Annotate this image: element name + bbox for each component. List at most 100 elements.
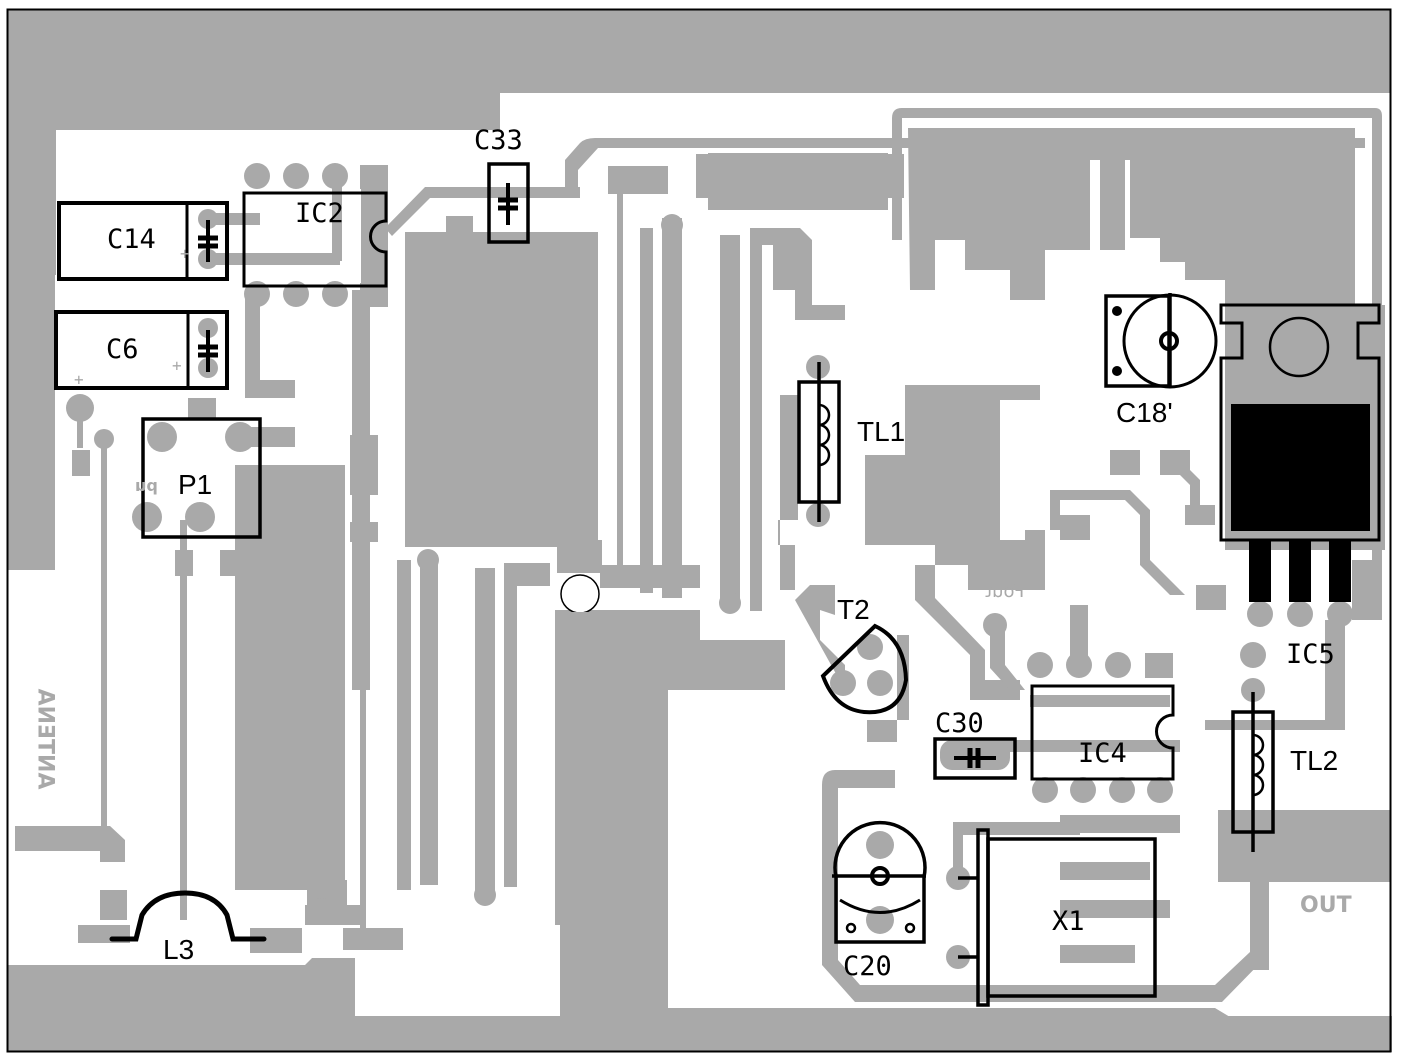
misc-trace-1 bbox=[1050, 490, 1185, 595]
trace-vl-5 bbox=[504, 563, 550, 887]
ic4-trace-3 bbox=[1000, 740, 1180, 752]
component-c6[interactable] bbox=[54, 310, 229, 390]
output-pad bbox=[1218, 810, 1390, 882]
trace-x1-top bbox=[953, 822, 1080, 880]
ic4-pad-5 bbox=[1032, 777, 1058, 803]
p1-pad-stub2 bbox=[220, 550, 238, 576]
component-c33[interactable] bbox=[487, 162, 530, 244]
ground-pour-top bbox=[8, 10, 1390, 570]
trace-top-1 bbox=[565, 138, 1365, 196]
component-ic4[interactable] bbox=[1030, 684, 1175, 781]
trace-ic5-r bbox=[1352, 560, 1382, 620]
trace-c14-link3 bbox=[332, 176, 342, 261]
label-c20: C20 bbox=[843, 951, 892, 982]
via-stub-top bbox=[557, 540, 602, 573]
pad-top-2b bbox=[708, 153, 888, 210]
trace-vl-4 bbox=[475, 568, 495, 898]
mid-pour bbox=[865, 385, 1045, 590]
center-pour bbox=[405, 232, 598, 547]
trace-ic5-out bbox=[1205, 620, 1345, 730]
x1-inner-2 bbox=[1060, 900, 1170, 918]
trace-v1 bbox=[617, 194, 623, 579]
trace-ic2-right bbox=[361, 165, 388, 300]
ic4-pad-1 bbox=[1027, 652, 1053, 678]
trace-v3 bbox=[662, 218, 682, 598]
label-p1: P1 bbox=[178, 469, 213, 500]
component-c14[interactable] bbox=[57, 201, 229, 281]
trace-c33 bbox=[385, 187, 580, 236]
p1-pad-6 bbox=[185, 502, 215, 532]
copper-text-out: OUT bbox=[1300, 893, 1352, 918]
polarity-mark-c6-a: + bbox=[172, 356, 182, 375]
component-l3[interactable] bbox=[109, 890, 267, 942]
l3-link bbox=[343, 928, 403, 950]
component-ic2[interactable] bbox=[242, 191, 388, 288]
misc-pad-5 bbox=[1196, 585, 1226, 610]
antenna-trace bbox=[15, 826, 125, 862]
p1-pad-stub bbox=[175, 550, 193, 576]
x1-inner-3 bbox=[1060, 945, 1135, 963]
t2-pad-1 bbox=[830, 670, 856, 696]
component-ic5[interactable] bbox=[1219, 303, 1381, 602]
ground-pour-bottom bbox=[8, 610, 1392, 1050]
center-pour-tab bbox=[446, 216, 473, 236]
via-hole bbox=[560, 574, 600, 614]
polarity-mark-c6-b: + bbox=[74, 370, 84, 389]
c6-pad-top bbox=[198, 318, 218, 338]
pad-vl-3 bbox=[417, 549, 439, 571]
pad-v4 bbox=[719, 592, 741, 614]
t2-pad-3 bbox=[857, 634, 883, 660]
misc-pad-1 bbox=[1110, 450, 1140, 475]
p1-pad-3 bbox=[147, 422, 177, 452]
ic4-trace-1 bbox=[1070, 605, 1088, 665]
copper-text-fout: Fout bbox=[985, 581, 1025, 602]
component-c30[interactable] bbox=[933, 737, 1017, 780]
component-c18[interactable] bbox=[1104, 293, 1218, 389]
misc-trace-2 bbox=[1165, 460, 1200, 520]
label-ic5: IC5 bbox=[1286, 639, 1335, 670]
label-c33: C33 bbox=[474, 125, 523, 156]
component-p1[interactable] bbox=[141, 417, 262, 539]
component-tl2[interactable] bbox=[1231, 692, 1275, 852]
copper-text-antenna: ANTENA bbox=[32, 688, 58, 790]
label-t2: T2 bbox=[837, 594, 870, 625]
l3-pad-left bbox=[100, 890, 127, 920]
component-t2[interactable] bbox=[820, 623, 909, 715]
ground-strip-left bbox=[8, 130, 56, 275]
trace-t2-loop bbox=[795, 585, 845, 690]
label-x1: X1 bbox=[1052, 906, 1085, 937]
p1-pad-4 bbox=[225, 422, 255, 452]
component-x1[interactable] bbox=[958, 828, 1157, 1007]
pad-v3 bbox=[661, 214, 683, 236]
trace-c6-link2 bbox=[245, 380, 295, 398]
ic4-pad-7 bbox=[1109, 777, 1135, 803]
t2-pad-2 bbox=[867, 670, 893, 696]
trace-fout-2 bbox=[990, 625, 1025, 690]
trace-v2 bbox=[640, 228, 653, 593]
trace-v6 bbox=[762, 228, 845, 320]
component-tl1[interactable] bbox=[797, 362, 841, 522]
trace-tl2-down bbox=[1253, 830, 1269, 970]
trace-c6-link bbox=[245, 294, 260, 394]
ic4-pad-8 bbox=[1147, 777, 1173, 803]
ic2-pad-1 bbox=[244, 163, 270, 189]
trace-vl-1 bbox=[360, 530, 366, 930]
c20-pad-bot bbox=[866, 906, 894, 934]
t2-trace-down bbox=[867, 720, 897, 742]
silkscreen-layer bbox=[54, 162, 1381, 1007]
p1-trace-2 bbox=[101, 439, 107, 839]
trace-c14-link2 bbox=[200, 253, 340, 265]
p1-trace-1 bbox=[77, 408, 83, 448]
c14-pad-top bbox=[198, 209, 218, 229]
via-stub-bottom bbox=[558, 612, 603, 634]
trace-p1-link bbox=[188, 398, 216, 418]
p1-trace-3 bbox=[180, 520, 187, 920]
copper-text-p1-marker: pu bbox=[135, 476, 158, 495]
label-c6: C6 bbox=[106, 334, 139, 365]
component-c20[interactable] bbox=[832, 820, 927, 944]
ic5-pad-4 bbox=[1240, 642, 1266, 668]
label-c14: C14 bbox=[107, 224, 156, 255]
ic4-pad-6 bbox=[1070, 777, 1096, 803]
ic5-pad-2 bbox=[1287, 601, 1313, 627]
